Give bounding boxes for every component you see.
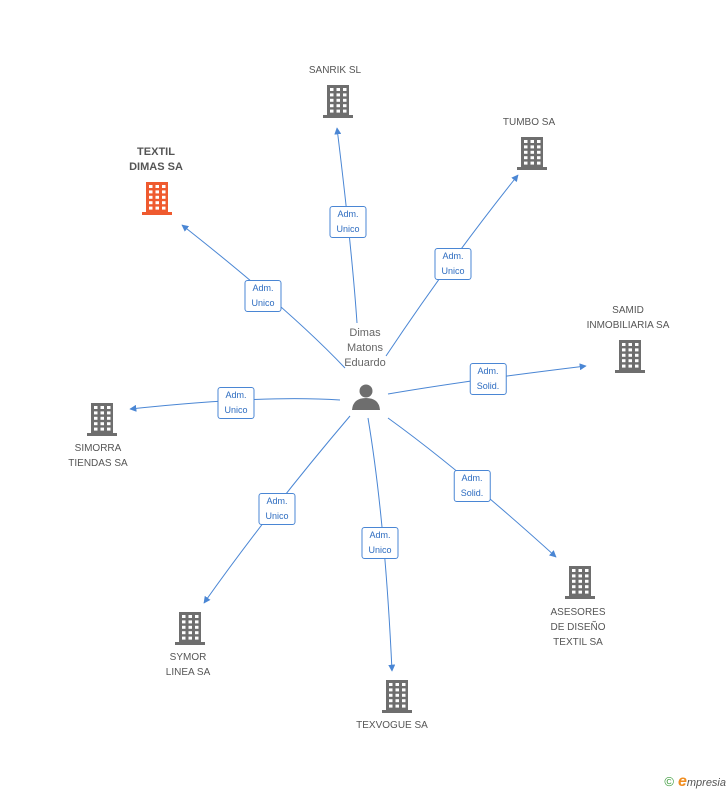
brand-name: mpresia <box>686 777 726 789</box>
company-label-sanrik[interactable]: SANRIK SL <box>308 65 362 76</box>
icons-layer <box>87 85 645 713</box>
company-label-samid[interactable]: SAMID INMOBILIARIA SA <box>586 305 670 331</box>
role-badge-samid: Adm. Solid. <box>469 363 507 395</box>
company-label-texvogue[interactable]: TEXVOGUE SA <box>356 720 428 731</box>
building-icon-samid[interactable] <box>615 340 645 373</box>
brand-e: e <box>677 773 687 790</box>
role-badge-symor: Adm. Unico <box>258 493 296 525</box>
role-badge-asesores: Adm. Solid. <box>453 470 491 502</box>
person-label[interactable]: Dimas Matons Eduardo <box>344 327 386 369</box>
company-label-tumbo[interactable]: TUMBO SA <box>502 117 556 128</box>
brand-logo: ©empresia <box>664 773 726 791</box>
person-icon[interactable] <box>352 384 380 411</box>
company-label-textil-dimas[interactable]: TEXTIL DIMAS SA <box>129 146 183 173</box>
building-icon-tumbo[interactable] <box>517 137 547 170</box>
building-icon-sanrik[interactable] <box>323 85 353 118</box>
company-label-simorra[interactable]: SIMORRA TIENDAS SA <box>68 443 128 469</box>
company-label-asesores[interactable]: ASESORES DE DISEÑO TEXTIL SA <box>550 607 606 648</box>
role-badge-sanrik: Adm. Unico <box>329 206 367 238</box>
role-badge-simorra: Adm. Unico <box>217 387 255 419</box>
building-icon-texvogue[interactable] <box>382 680 412 713</box>
building-icon-simorra[interactable] <box>87 403 117 436</box>
building-icon-asesores[interactable] <box>565 566 595 599</box>
building-icon-textil-dimas[interactable] <box>142 182 172 215</box>
company-label-symor[interactable]: SYMOR LINEA SA <box>165 652 211 678</box>
role-badge-textil-dimas: Adm. Unico <box>244 280 282 312</box>
role-badge-tumbo: Adm. Unico <box>434 248 472 280</box>
role-badge-texvogue: Adm. Unico <box>361 527 399 559</box>
building-icon-symor[interactable] <box>175 612 205 645</box>
copyright-symbol: © <box>664 774 674 789</box>
